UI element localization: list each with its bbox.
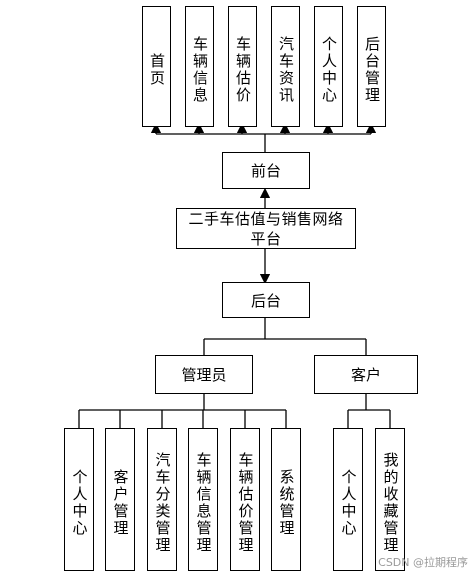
front-module-vehicle-valuation: 车辆估价 xyxy=(228,6,257,127)
admin-module-system-mgmt: 系统管理 xyxy=(271,428,301,571)
front-module-vehicle-info: 车辆信息 xyxy=(185,6,214,127)
admin-module-label: 车辆估价管理 xyxy=(236,451,255,554)
customer-module-label: 个人中心 xyxy=(339,468,358,537)
admin-module-vehicle-info-mgmt: 车辆信息管理 xyxy=(188,428,218,571)
customer-module-personal-center: 个人中心 xyxy=(333,428,363,571)
admin-module-car-category-mgmt: 汽车分类管理 xyxy=(147,428,177,571)
front-module-label: 个人中心 xyxy=(320,35,338,104)
front-module-label: 汽车资讯 xyxy=(277,35,295,104)
admin-module-valuation-mgmt: 车辆估价管理 xyxy=(230,428,260,571)
front-module-label: 首页 xyxy=(148,52,166,87)
admin-module-label: 系统管理 xyxy=(277,468,296,537)
front-module-backend-admin: 后台管理 xyxy=(357,6,386,127)
backend-title: 后台 xyxy=(250,291,281,310)
admin-module-label: 个人中心 xyxy=(70,468,89,537)
watermark: CSDN @拉期程序 xyxy=(378,556,468,569)
admin-module-label: 汽车分类管理 xyxy=(153,451,172,554)
frontend-node: 前台 xyxy=(222,152,310,189)
customer-node: 客户 xyxy=(314,355,418,394)
admin-module-personal-center: 个人中心 xyxy=(64,428,94,571)
front-module-label: 车辆信息 xyxy=(191,35,209,104)
front-module-home: 首页 xyxy=(142,6,171,127)
customer-module-label: 我的收藏管理 xyxy=(381,451,400,554)
backend-node: 后台 xyxy=(222,282,310,318)
front-module-car-news: 汽车资讯 xyxy=(271,6,300,127)
customer-module-favorites-mgmt: 我的收藏管理 xyxy=(375,428,405,571)
front-module-label: 后台管理 xyxy=(363,35,381,104)
admin-module-label: 客户管理 xyxy=(111,468,130,537)
admin-node: 管理员 xyxy=(155,355,253,394)
front-module-personal-center: 个人中心 xyxy=(314,6,343,127)
front-module-label: 车辆估价 xyxy=(234,35,252,104)
admin-title: 管理员 xyxy=(181,366,227,384)
frontend-title: 前台 xyxy=(250,162,281,180)
admin-module-label: 车辆信息管理 xyxy=(194,451,213,554)
system-node: 二手车估值与销售网络平台 xyxy=(176,208,356,249)
admin-module-customer-mgmt: 客户管理 xyxy=(105,428,135,571)
system-title: 二手车估值与销售网络平台 xyxy=(188,209,344,248)
customer-title: 客户 xyxy=(350,366,381,384)
